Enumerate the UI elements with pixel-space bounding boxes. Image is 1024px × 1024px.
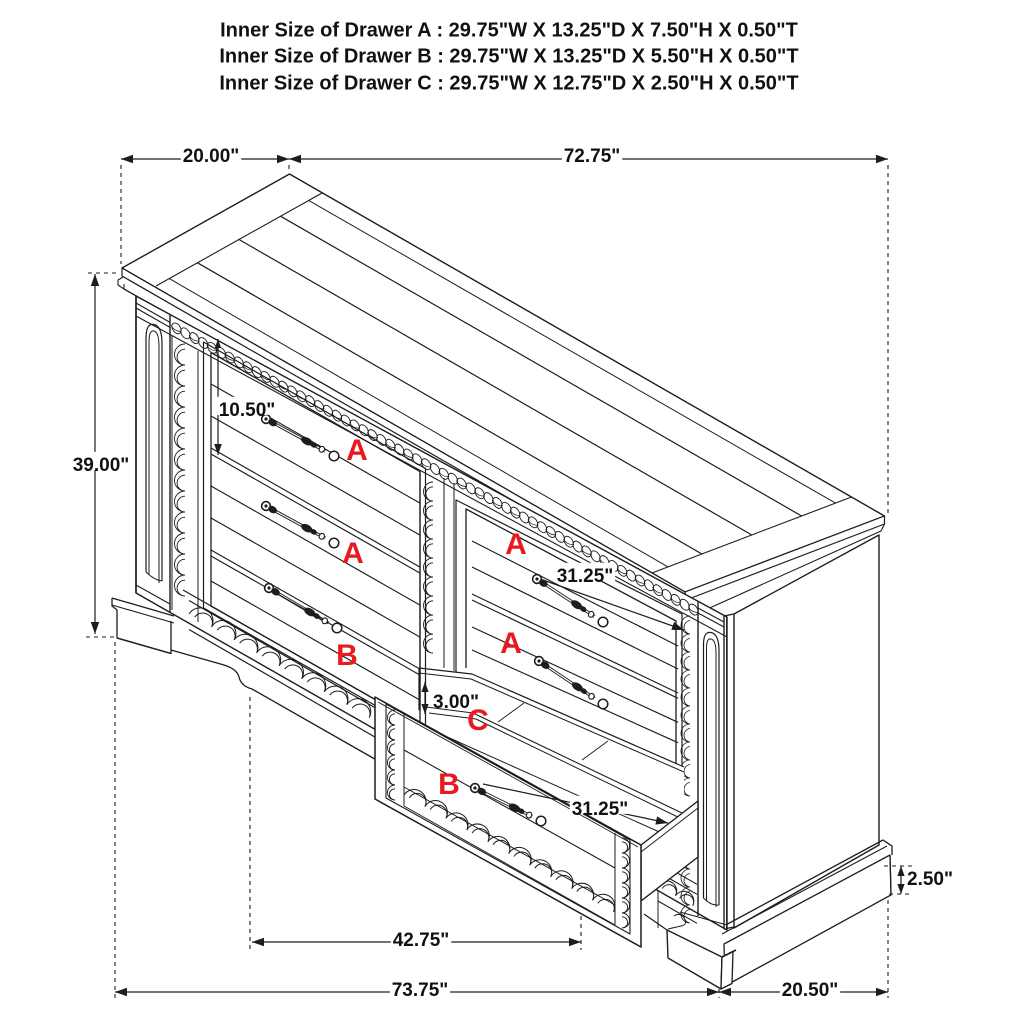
svg-text:Inner Size of Drawer A : 29.75: Inner Size of Drawer A : 29.75"W X 13.25… <box>220 19 798 41</box>
svg-text:Inner Size of Drawer C : 29.75: Inner Size of Drawer C : 29.75"W X 12.75… <box>219 72 798 94</box>
svg-text:2.50": 2.50" <box>907 869 953 890</box>
svg-text:20.50": 20.50" <box>782 980 839 1001</box>
svg-text:Inner Size of Drawer B : 29.75: Inner Size of Drawer B : 29.75"W X 13.25… <box>219 45 798 67</box>
svg-text:C: C <box>467 704 489 737</box>
svg-text:B: B <box>438 768 460 801</box>
svg-text:31.25": 31.25" <box>557 566 614 587</box>
svg-text:42.75": 42.75" <box>393 930 450 951</box>
svg-text:3.00": 3.00" <box>433 692 479 713</box>
svg-text:73.75": 73.75" <box>392 980 449 1001</box>
svg-text:B: B <box>336 639 358 672</box>
svg-text:31.25": 31.25" <box>572 799 629 820</box>
svg-text:72.75": 72.75" <box>564 146 621 167</box>
svg-text:A: A <box>500 627 522 660</box>
svg-text:A: A <box>346 434 368 467</box>
svg-text:20.00": 20.00" <box>183 146 240 167</box>
svg-text:39.00": 39.00" <box>73 455 130 476</box>
svg-text:A: A <box>505 528 527 561</box>
svg-text:10.50": 10.50" <box>219 400 276 421</box>
svg-text:A: A <box>342 537 364 570</box>
